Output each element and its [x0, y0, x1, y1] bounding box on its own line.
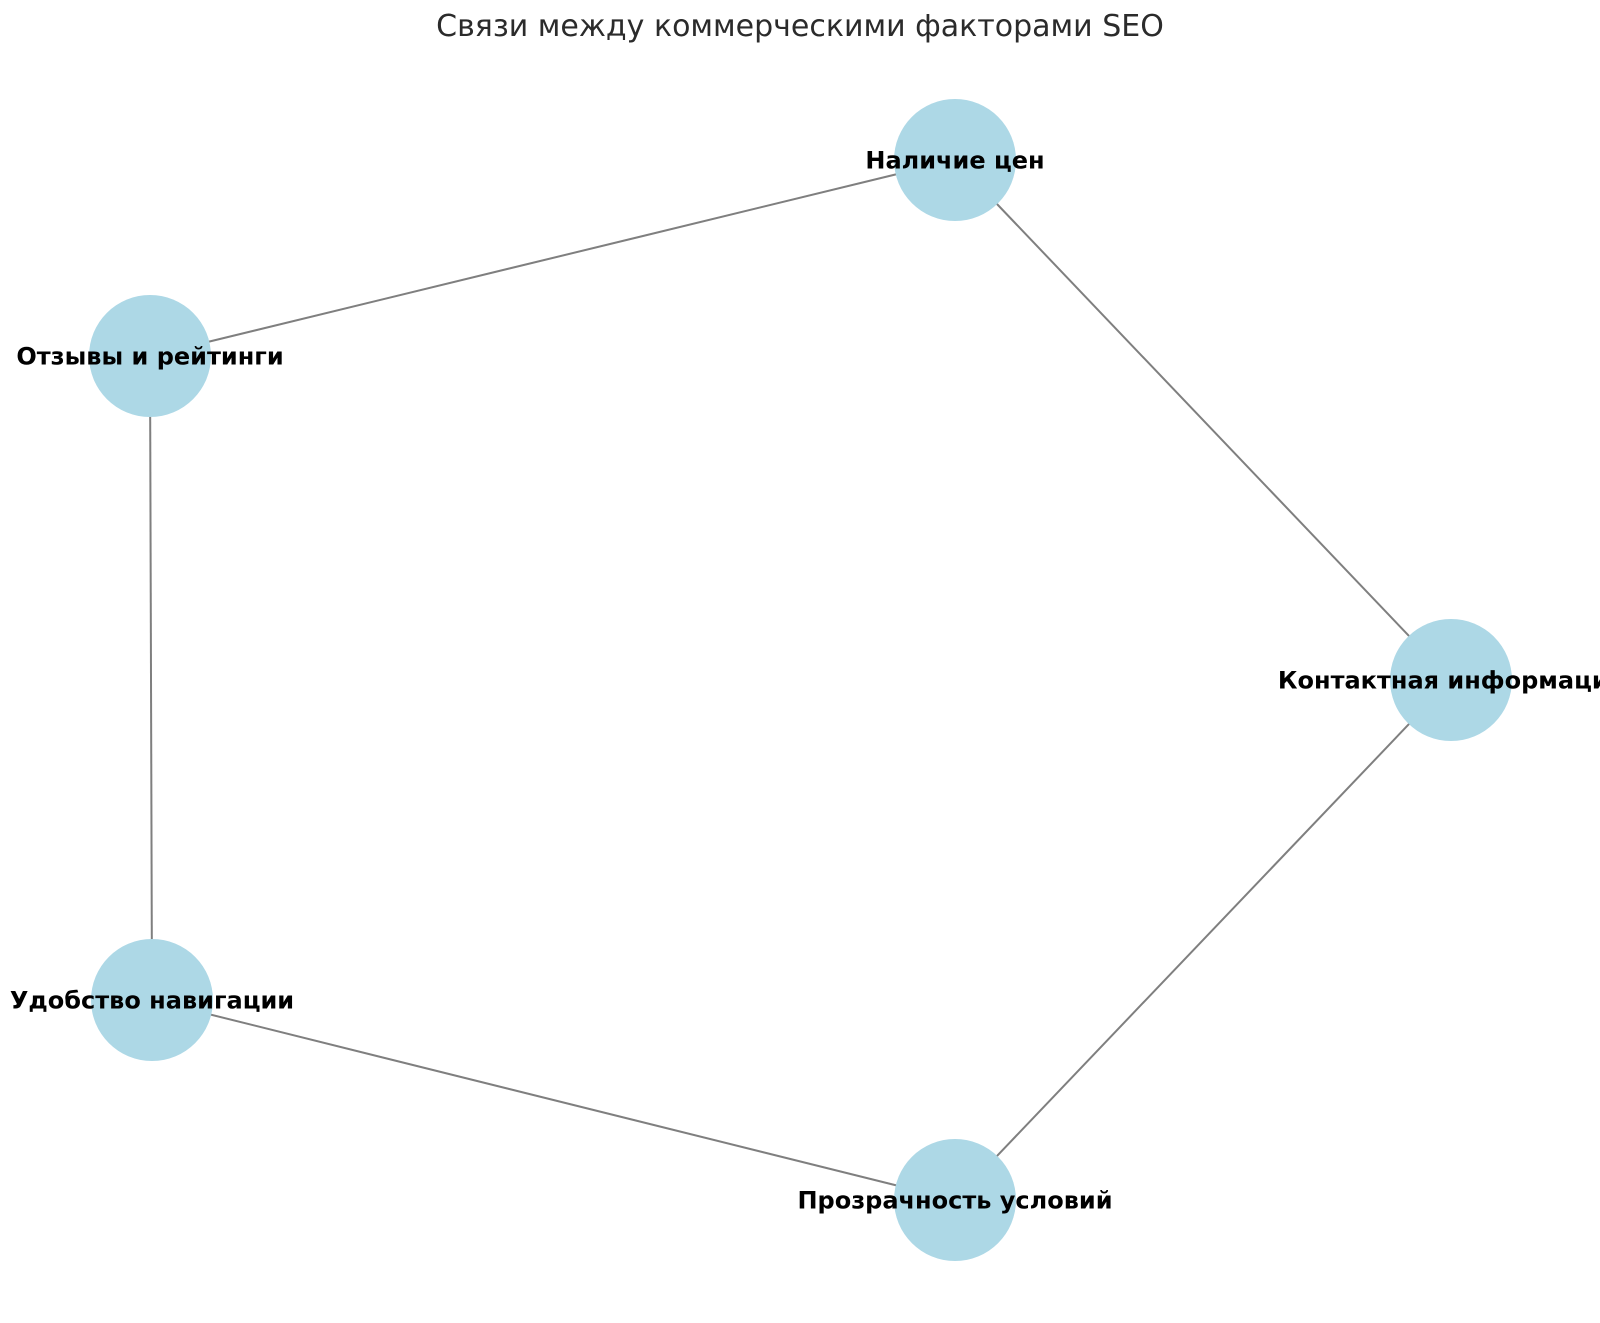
graph-edge-prices-reviews — [149, 159, 956, 357]
graph-node-label-prices: Наличие цен — [865, 146, 1044, 174]
graph-edge-navigation-transparency — [151, 999, 956, 1201]
graph-node-label-navigation: Удобство навигации — [10, 986, 294, 1014]
graph-node-contact — [1390, 619, 1512, 741]
graph-edge-transparency-contact — [954, 679, 1452, 1201]
graph-node-label-contact: Контактная информация — [1278, 666, 1600, 694]
graph-node-reviews — [89, 295, 211, 417]
graph-node-transparency — [894, 1139, 1016, 1261]
graph-node-prices — [894, 99, 1016, 221]
graph-edge-reviews-navigation — [149, 355, 153, 1001]
graph-node-label-transparency: Прозрачность условий — [797, 1186, 1112, 1214]
graph-edge-prices-contact — [954, 159, 1452, 681]
graph-node-label-reviews: Отзывы и рейтинги — [16, 342, 283, 370]
graph-node-navigation — [91, 939, 213, 1061]
figure-title: Связи между коммерческими факторами SEO — [436, 9, 1164, 44]
